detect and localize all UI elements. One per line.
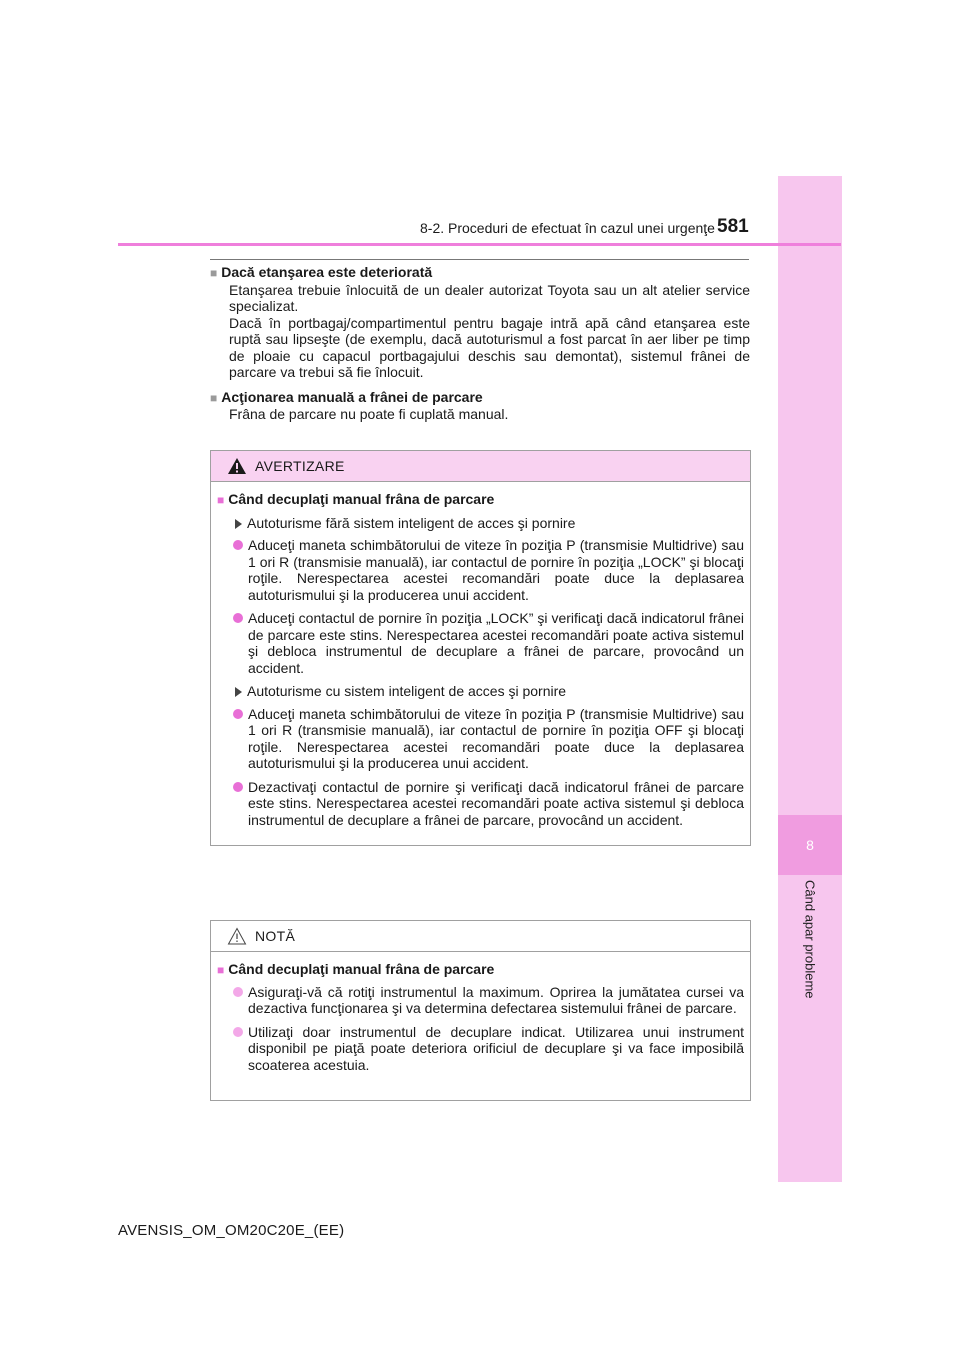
caution-triangle-icon <box>227 927 247 945</box>
circle-bullet-icon <box>233 540 243 550</box>
header-divider <box>118 243 841 246</box>
content-top-rule <box>210 259 749 260</box>
circle-bullet-icon <box>233 986 243 997</box>
warning-item-text: Dezactivaţi contactul de pornire şi veri… <box>248 778 744 828</box>
circle-bullet-icon <box>233 708 243 719</box>
main-content: ■Dacă etanşarea este deteriorată Etanşar… <box>210 264 750 423</box>
chapter-label: Când apar probleme <box>802 880 818 999</box>
note-item: Utilizaţi doar instrumentul de decuplare… <box>217 1024 744 1074</box>
note-item: Asiguraţi-vă că rotiţi instrumentul la m… <box>217 984 744 1017</box>
chapter-number-tab: 8 <box>778 815 842 875</box>
chapter-side-tab <box>778 176 842 1182</box>
note-box: NOTĂ ■Când decuplaţi manual frâna de par… <box>210 920 751 1101</box>
arrow-right-icon <box>235 518 242 529</box>
warning-subtitle-text: Autoturisme fără sistem inteligent de ac… <box>247 514 576 531</box>
warning-body: ■Când decuplaţi manual frâna de parcare … <box>211 482 750 845</box>
square-bullet-icon: ■ <box>217 963 225 977</box>
chapter-number: 8 <box>806 837 814 853</box>
section-heading: ■Acţionarea manuală a frânei de parcare <box>210 389 750 407</box>
warning-subtitle-text: Autoturisme cu sistem inteligent de acce… <box>247 683 567 699</box>
section-heading-text: Dacă etanşarea este deteriorată <box>221 264 433 280</box>
square-bullet-icon: ■ <box>210 266 218 280</box>
warning-subtitle: Autoturisme fără sistem inteligent de ac… <box>217 515 744 532</box>
warning-item-text: Aduceţi contactul de pornire în poziţia … <box>248 610 744 676</box>
square-bullet-icon: ■ <box>210 390 218 405</box>
warning-item: Aduceţi maneta schimbătorului de viteze … <box>217 706 744 772</box>
warning-item-text: Aduceţi maneta schimbătorului de viteze … <box>248 705 744 772</box>
warning-title-text: Când decuplaţi manual frâna de parcare <box>228 491 495 507</box>
arrow-right-icon <box>235 687 242 698</box>
warning-item: Aduceţi contactul de pornire în poziţia … <box>217 610 744 676</box>
warning-item: Aduceţi maneta schimbătorului de viteze … <box>217 537 744 603</box>
section-paragraph: Dacă în portbagaj/compartimentul pentru … <box>229 314 750 381</box>
note-title-text: Când decuplaţi manual frâna de parcare <box>228 961 495 977</box>
warning-box: AVERTIZARE ■Când decuplaţi manual frâna … <box>210 450 751 846</box>
warning-label: AVERTIZARE <box>255 458 345 474</box>
note-title: ■Când decuplaţi manual frâna de parcare <box>217 961 744 979</box>
circle-bullet-icon <box>233 1026 243 1037</box>
note-label: NOTĂ <box>255 928 296 944</box>
section-heading: ■Dacă etanşarea este deteriorată <box>210 264 750 282</box>
warning-subtitle: Autoturisme cu sistem inteligent de acce… <box>217 683 744 700</box>
warning-item: Dezactivaţi contactul de pornire şi veri… <box>217 779 744 829</box>
section-heading-text: Acţionarea manuală a frânei de parcare <box>221 388 483 405</box>
square-bullet-icon: ■ <box>217 493 225 507</box>
section-paragraph: Frâna de parcare nu poate fi cuplată man… <box>229 406 509 422</box>
chapter-label-wrapper: Când apar probleme <box>800 880 820 1080</box>
note-item-text: Asiguraţi-vă că rotiţi instrumentul la m… <box>248 983 744 1017</box>
section-paragraph: Etanşarea trebuie înlocuită de un dealer… <box>229 281 750 315</box>
note-body: ■Când decuplaţi manual frâna de parcare … <box>211 952 750 1100</box>
page-number: 581 <box>717 216 749 237</box>
note-header: NOTĂ <box>211 921 750 952</box>
warning-item-text: Aduceţi maneta schimbătorului de viteze … <box>248 537 744 603</box>
section-header-title: 8-2. Proceduri de efectuat în cazul unei… <box>420 220 715 236</box>
warning-triangle-icon <box>228 458 246 474</box>
circle-bullet-icon <box>233 613 243 623</box>
warning-header: AVERTIZARE <box>211 451 750 482</box>
warning-title: ■Când decuplaţi manual frâna de parcare <box>217 491 744 509</box>
document-code-footer: AVENSIS_OM_OM20C20E_(EE) <box>118 1222 345 1239</box>
note-item-text: Utilizaţi doar instrumentul de decuplare… <box>248 1023 744 1073</box>
circle-bullet-icon <box>233 781 243 792</box>
